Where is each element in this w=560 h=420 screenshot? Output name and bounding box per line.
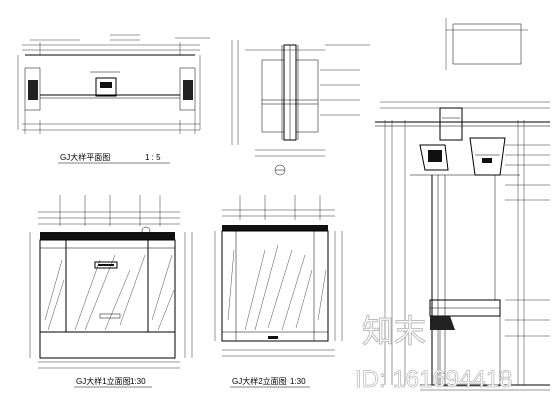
elevation-1: GJ大样1立面图 1:30 — [29, 195, 193, 388]
plan-caption: GJ大样平面图 — [60, 152, 110, 162]
elevation-1-scale: 1:30 — [130, 377, 146, 386]
plan-scale: 1 : 5 — [145, 153, 161, 162]
wall-section-detail — [375, 101, 550, 391]
elevation-2: GJ大样2立面图 1:30 — [214, 195, 343, 388]
elevation-1-caption: GJ大样1立面图 — [76, 376, 131, 386]
watermark-id: ID: 161694418 — [355, 366, 512, 393]
block-pattern-detail — [445, 18, 528, 70]
plan-detail: GJ大样平面图 1 : 5 — [17, 34, 210, 164]
elevation-2-caption: GJ大样2立面图 — [232, 376, 287, 386]
watermark-logo: 知末 — [362, 312, 426, 350]
section-detail — [231, 40, 370, 176]
elevation-2-scale: 1:30 — [290, 377, 306, 386]
watermark: 知末 ID: 161694418 — [355, 312, 513, 394]
